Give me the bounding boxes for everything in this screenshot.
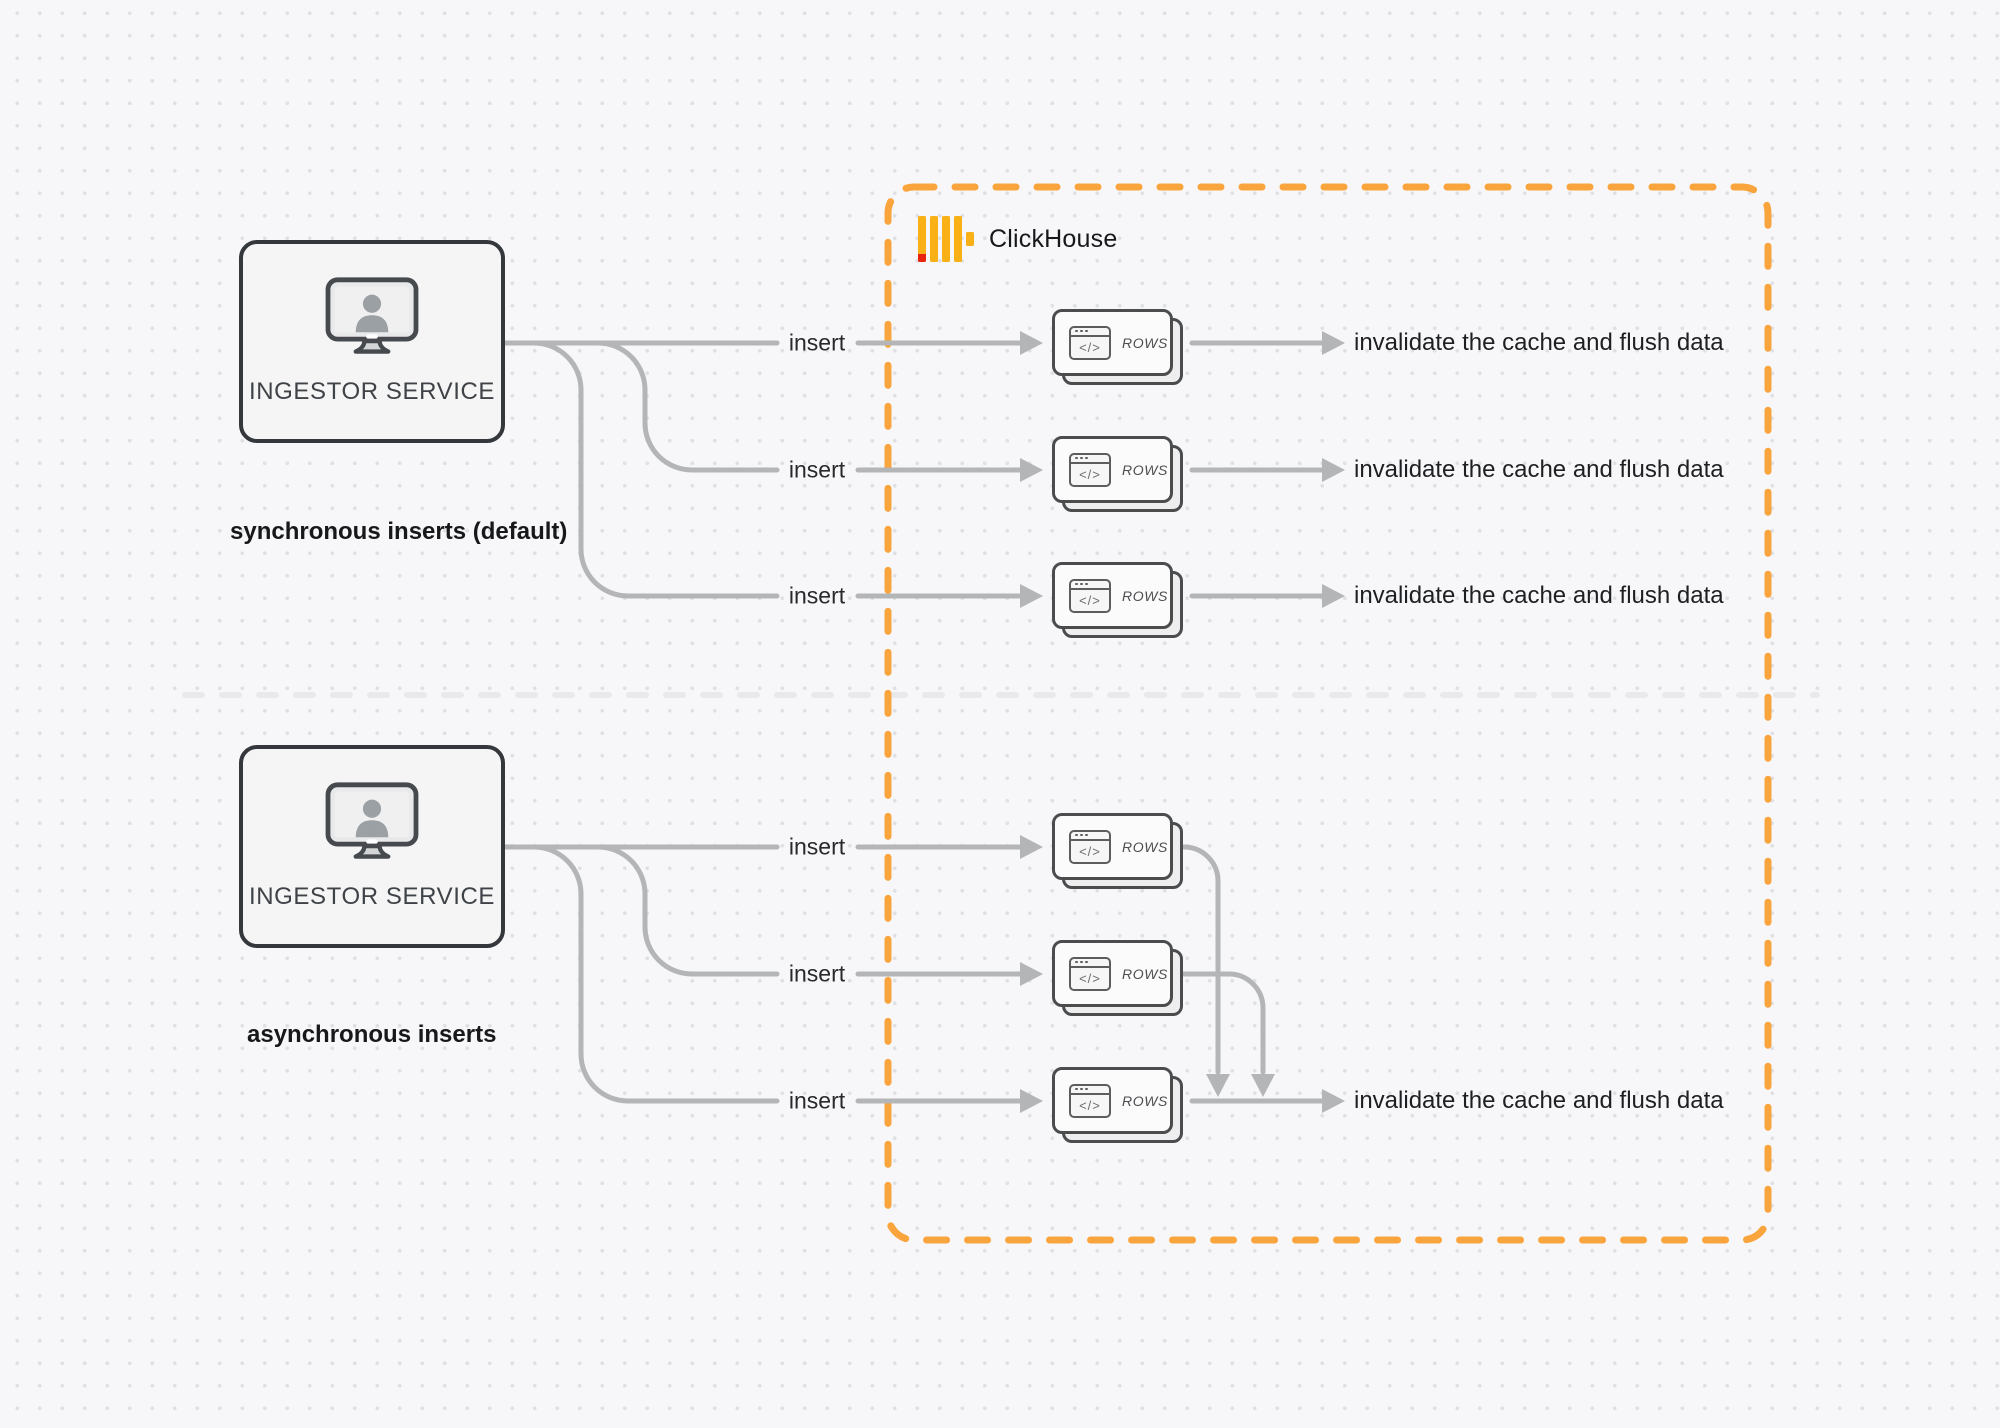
logo-bar [954,216,962,262]
rows-card: </> ROWS [1052,562,1183,639]
code-window-icon: </> [1069,452,1111,487]
async-branch-row3 [531,844,780,1104]
rows-card-label: ROWS [1122,1092,1168,1109]
arrowhead-icon [1020,835,1043,859]
code-window-icon: </> [1069,956,1111,991]
arrowhead-icon [1020,458,1043,482]
rows-card: </> ROWS [1052,940,1183,1017]
ingestor-service-box-async: INGESTOR SERVICE [239,745,505,948]
user-monitor-icon [325,277,419,354]
async-arrowheads [1020,835,1345,1113]
arrowhead-icon [1322,1089,1345,1113]
rows-card: </> ROWS [1052,813,1183,890]
service-box-label: INGESTOR SERVICE [248,378,496,405]
code-window-icon: </> [1069,829,1111,864]
result-label: invalidate the cache and flush data [1354,456,1724,483]
rows-card-label: ROWS [1122,587,1168,604]
service-box-label: INGESTOR SERVICE [248,883,496,910]
result-label: invalidate the cache and flush data [1354,1087,1724,1114]
arrowhead-icon [1020,962,1043,986]
arrowhead-icon [1020,584,1043,608]
arrowhead-icon [1020,331,1043,355]
arrowhead-down-icon [1206,1074,1230,1097]
rows-card: </> ROWS [1052,309,1183,386]
rows-card-front: </> ROWS [1052,436,1173,503]
rows-card-label: ROWS [1122,838,1168,855]
sync-section-caption: synchronous inserts (default) [230,518,568,545]
sync-arrowheads [1020,331,1345,608]
clickhouse-brand-label: ClickHouse [989,224,1118,253]
arrowhead-icon [1322,584,1345,608]
code-window-icon: </> [1069,325,1111,360]
logo-bar [918,216,926,262]
sync-connectors [502,340,1325,599]
insert-label: insert [788,582,846,609]
code-window-icon: </> [1069,578,1111,613]
code-window-icon: </> [1069,1083,1111,1118]
insert-label: insert [788,456,846,483]
async-connectors [502,844,1325,1104]
async-section-caption: asynchronous inserts [247,1021,497,1048]
sync-branch-row2 [595,340,780,473]
sync-branch-row3 [531,340,780,599]
arrowhead-icon [1020,1089,1043,1113]
ingestor-service-box-sync: INGESTOR SERVICE [239,240,505,443]
result-label: invalidate the cache and flush data [1354,582,1724,609]
logo-bar [942,216,950,262]
clickhouse-header: ClickHouse [918,216,1117,262]
rows-card-front: </> ROWS [1052,813,1173,880]
logo-bar [966,232,974,246]
insert-label: insert [788,960,846,987]
rows-card: </> ROWS [1052,1067,1183,1144]
rows-card-front: </> ROWS [1052,309,1173,376]
logo-bar [930,216,938,262]
rows-card-front: </> ROWS [1052,562,1173,629]
arrowhead-icon [1322,331,1345,355]
rows-card-front: </> ROWS [1052,940,1173,1007]
user-monitor-icon [325,782,419,859]
async-flush-drop-1 [1181,844,1221,1075]
rows-card: </> ROWS [1052,436,1183,513]
insert-label: insert [788,329,846,356]
insert-label: insert [788,1087,846,1114]
clickhouse-boundary [884,183,1772,1244]
clickhouse-logo-icon [918,216,974,262]
rows-card-front: </> ROWS [1052,1067,1173,1134]
result-label: invalidate the cache and flush data [1354,329,1724,356]
rows-card-label: ROWS [1122,334,1168,351]
arrowhead-icon [1322,458,1345,482]
rows-card-label: ROWS [1122,965,1168,982]
async-branch-row2 [595,844,780,977]
arrowhead-down-icon [1251,1074,1275,1097]
insert-label: insert [788,833,846,860]
async-flush-drop-2 [1181,971,1266,1075]
rows-card-label: ROWS [1122,461,1168,478]
